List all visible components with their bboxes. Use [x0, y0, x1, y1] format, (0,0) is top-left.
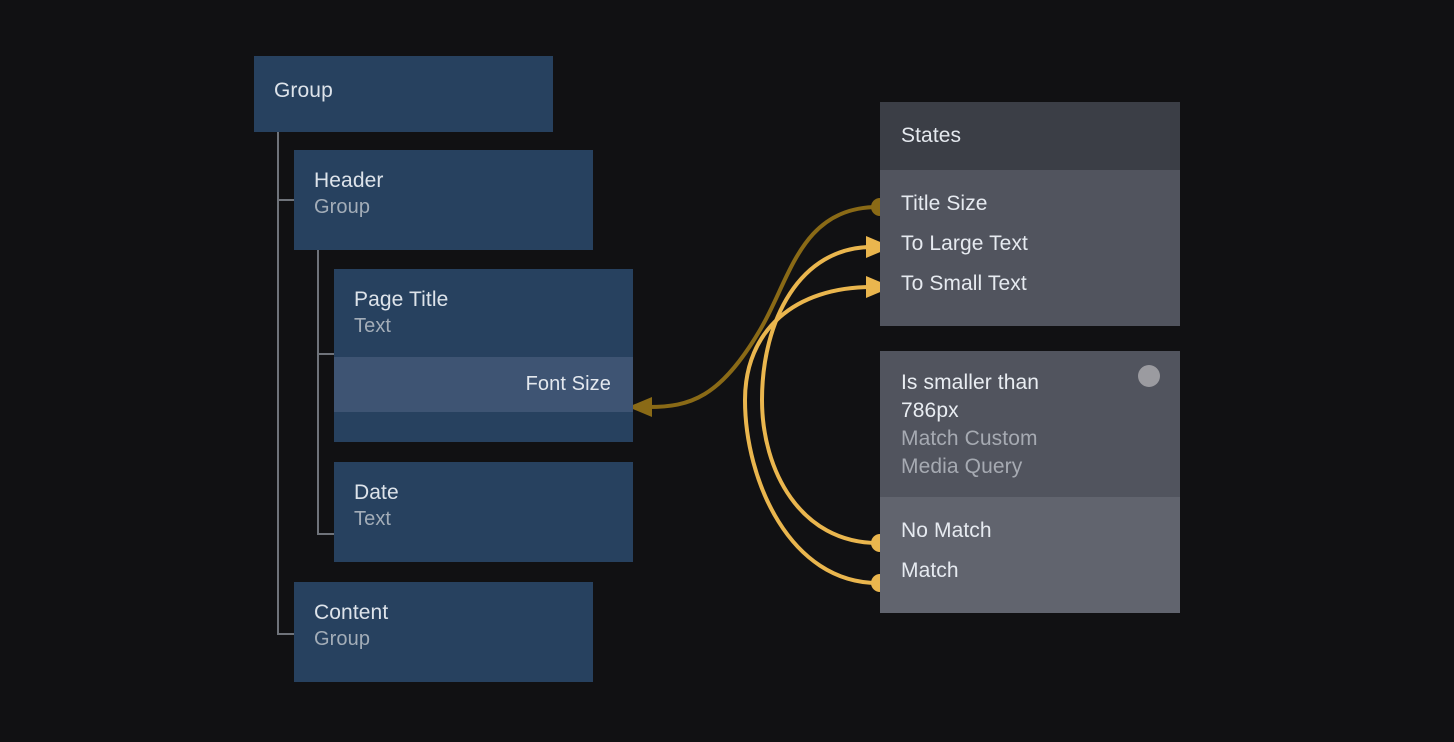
node-property-font-size[interactable]: Font Size — [334, 357, 633, 412]
panel-states-header: States — [880, 102, 1180, 170]
tree-node-page-title[interactable]: Page Title Text Font Size — [334, 269, 633, 442]
node-title: Content — [314, 601, 389, 624]
panel-media-query-header: Is smaller than 786px Match Custom Media… — [880, 351, 1180, 497]
port-label: Title Size — [901, 192, 988, 215]
node-title: Page Title — [354, 288, 449, 311]
wire-match-to-small-text — [742, 285, 880, 585]
node-title: Header — [314, 169, 384, 192]
tree-node-date[interactable]: Date Text — [334, 462, 633, 562]
panel-states[interactable]: States Title Size To Large Text To Small… — [880, 102, 1180, 326]
panel-title: Is smaller than 786px — [901, 371, 1040, 422]
node-subtitle: Group — [314, 196, 371, 218]
tree-rail-to-content — [277, 633, 295, 635]
port-row-title-size[interactable]: Title Size — [880, 184, 1180, 224]
port-row-to-large-text[interactable]: To Large Text — [880, 224, 1180, 264]
panel-media-query[interactable]: Is smaller than 786px Match Custom Media… — [880, 351, 1180, 613]
panel-subtitle: Match Custom Media Query — [901, 427, 1038, 478]
tree-rail-header-vertical — [317, 250, 319, 535]
tree-node-group-root[interactable]: Group — [254, 56, 553, 132]
port-label: Match — [901, 559, 959, 582]
node-subtitle: Text — [354, 508, 392, 530]
status-indicator-dot[interactable] — [1138, 365, 1160, 387]
port-row-to-small-text[interactable]: To Small Text — [880, 264, 1180, 304]
port-label: To Small Text — [901, 272, 1027, 295]
panel-media-query-body: No Match Match — [880, 497, 1180, 613]
tree-rail-to-date — [317, 533, 335, 535]
tree-rail-root-vertical — [277, 130, 279, 635]
panel-states-body: Title Size To Large Text To Small Text — [880, 170, 1180, 326]
tree-rail-to-header — [277, 199, 295, 201]
wire-no-match-to-large-text — [759, 245, 880, 545]
node-title: Date — [354, 481, 399, 504]
panel-title: States — [901, 124, 962, 147]
port-label: No Match — [901, 519, 992, 542]
node-title: Group — [274, 79, 333, 102]
tree-rail-to-page-title — [317, 353, 335, 355]
node-subtitle: Text — [354, 315, 392, 337]
node-subtitle: Group — [314, 628, 371, 650]
port-label: To Large Text — [901, 232, 1028, 255]
tree-node-content[interactable]: Content Group — [294, 582, 593, 682]
tree-node-header[interactable]: Header Group — [294, 150, 593, 250]
port-row-match[interactable]: Match — [880, 551, 1180, 591]
wire-title-size-to-font-size — [646, 205, 880, 409]
port-row-no-match[interactable]: No Match — [880, 511, 1180, 551]
